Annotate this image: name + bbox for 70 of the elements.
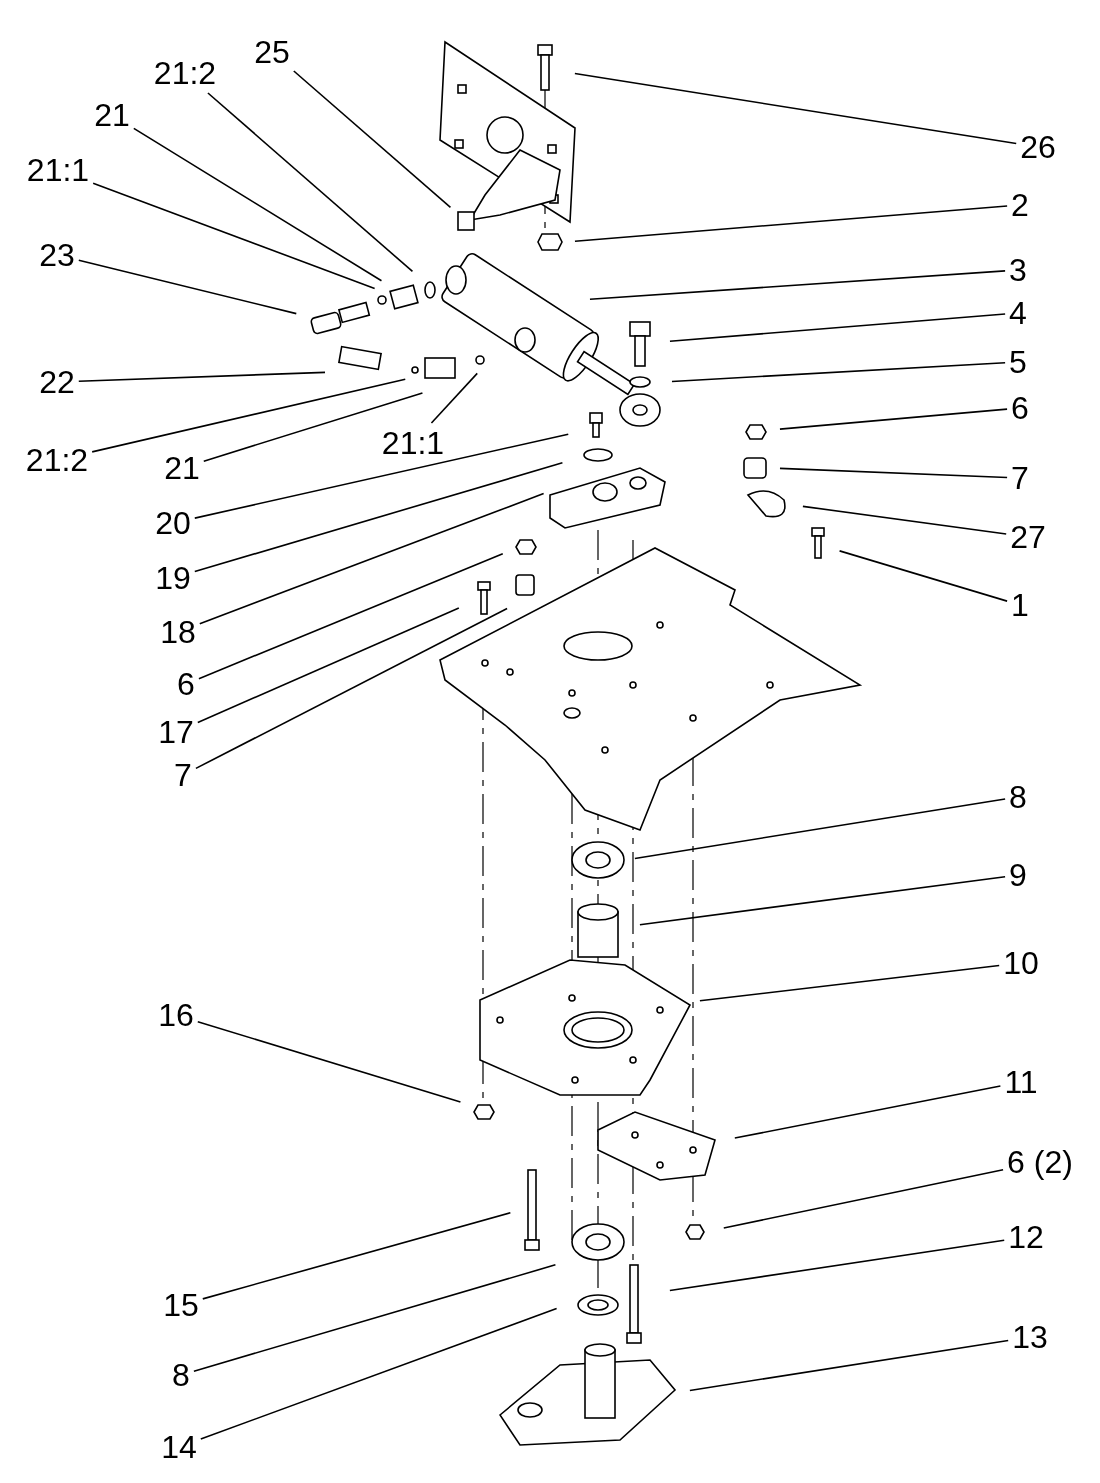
callout-number: 8 — [1009, 779, 1027, 815]
callout-number: 23 — [39, 237, 75, 273]
leader-line — [207, 92, 414, 273]
leader-line — [574, 205, 1008, 242]
leader-line — [669, 313, 1006, 342]
callout-number: 12 — [1008, 1219, 1044, 1255]
leader-line — [202, 1211, 512, 1300]
callout-number: 9 — [1009, 857, 1027, 893]
leader-line — [669, 1239, 1005, 1292]
leader-line — [193, 1264, 557, 1372]
leader-line — [671, 361, 1006, 383]
leader-line — [78, 371, 326, 383]
callout-number: 21:2 — [25, 442, 89, 478]
leader-line — [194, 462, 564, 573]
leader-line — [779, 408, 1008, 430]
leader-line — [689, 1339, 1009, 1392]
callout-number: 6 (2) — [1007, 1144, 1073, 1180]
leader-line — [197, 1020, 462, 1103]
leader-line — [198, 553, 504, 680]
leader-line — [779, 467, 1008, 479]
leader-line — [92, 182, 376, 290]
callout-number: 20 — [155, 505, 191, 541]
leader-line — [133, 127, 383, 282]
callout-number: 25 — [254, 34, 290, 70]
leader-line — [723, 1168, 1004, 1229]
callout-number: 3 — [1009, 252, 1027, 288]
leader-line — [734, 1085, 1002, 1139]
leader-line — [838, 550, 1008, 602]
callout-number: 26 — [1020, 129, 1056, 165]
callout-number: 6 — [1011, 390, 1029, 426]
leader-line — [200, 1307, 558, 1440]
callout-number: 19 — [155, 560, 191, 596]
callout-number: 21:2 — [153, 55, 217, 91]
callout-number: 11 — [1004, 1064, 1038, 1100]
leader-line — [699, 964, 1000, 1002]
callout-number: 14 — [161, 1429, 197, 1465]
callout-number: 18 — [160, 614, 196, 650]
callout-number: 17 — [158, 714, 194, 750]
callout-number: 1 — [1011, 587, 1029, 623]
callout-number: 7 — [1011, 460, 1029, 496]
callout-number: 21 — [164, 450, 200, 486]
leader-line — [78, 259, 298, 315]
leader-line — [194, 433, 570, 519]
callout-number: 7 — [174, 757, 192, 793]
leader-line — [197, 607, 460, 724]
callout-number: 6 — [177, 666, 195, 702]
leader-line — [634, 798, 1006, 860]
callout-number: 21 — [94, 97, 130, 133]
leader-line — [195, 607, 508, 770]
callout-number: 16 — [158, 997, 194, 1033]
callout-number: 8 — [172, 1357, 190, 1393]
leader-line — [574, 72, 1017, 145]
leader-line — [430, 372, 479, 424]
callout-number: 13 — [1012, 1319, 1048, 1355]
callout-number: 5 — [1009, 344, 1027, 380]
callout-number: 15 — [163, 1287, 199, 1323]
callout-number: 27 — [1010, 519, 1046, 555]
callout-number: 21:1 — [26, 152, 90, 188]
leader-line — [199, 492, 545, 625]
callout-number: 21:1 — [381, 425, 445, 461]
callout-number: 2 — [1011, 187, 1029, 223]
callout-number: 10 — [1003, 945, 1039, 981]
leader-line — [203, 392, 424, 462]
callout-number: 22 — [39, 364, 75, 400]
leader-line — [293, 70, 452, 209]
callout-number: 4 — [1009, 295, 1027, 331]
leader-line — [91, 378, 407, 453]
leader-line — [802, 505, 1007, 535]
leader-line — [639, 875, 1006, 926]
leader-line — [589, 270, 1006, 301]
